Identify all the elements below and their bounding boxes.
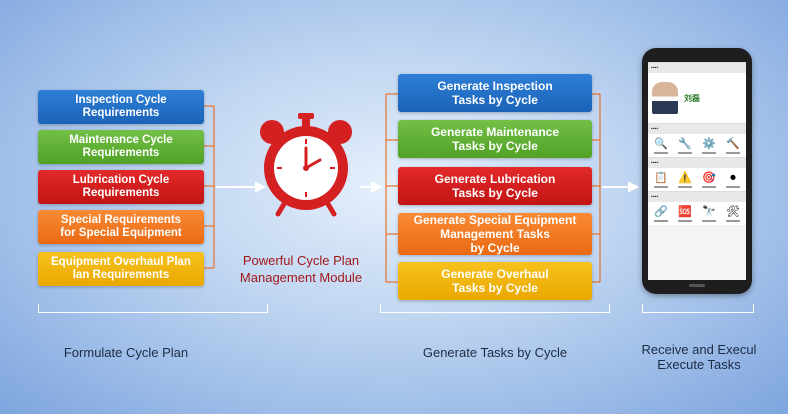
bracket-formulate: [38, 304, 268, 313]
record-icon[interactable]: ⏺: [724, 171, 742, 188]
caption-generate: Generate Tasks by Cycle: [422, 345, 568, 360]
requirement-maintenance[interactable]: Maintenance Cycle Requirements: [38, 130, 204, 164]
task-special-equipment[interactable]: Generate Special Equipment Management Ta…: [398, 213, 592, 255]
mid-left-connector: [385, 93, 398, 283]
task-lubrication[interactable]: Generate Lubrication Tasks by Cycle: [398, 167, 592, 205]
requirement-inspection[interactable]: Inspection Cycle Requirements: [38, 90, 204, 124]
phone-screen: ▪▪▪▪ 刘磊 ▪▪▪▪ 🔍 🔧 ⚙️ 🔨 ▪▪▪▪ 📋 ⚠️ 🎯 ⏺ ▪▪▪▪…: [648, 62, 746, 280]
warning-icon[interactable]: ⚠️: [676, 171, 694, 188]
user-profile[interactable]: 刘磊: [648, 73, 746, 123]
sos-icon[interactable]: 🆘: [676, 205, 694, 222]
icon-row-2: 📋 ⚠️ 🎯 ⏺: [648, 168, 746, 191]
task-overhaul[interactable]: Generate Overhaul Tasks by Cycle: [398, 262, 592, 300]
section-title: ▪▪▪▪: [648, 123, 746, 134]
task-maintenance[interactable]: Generate Maintenance Tasks by Cycle: [398, 120, 592, 158]
target-icon[interactable]: 🎯: [700, 171, 718, 188]
home-indicator: [689, 284, 705, 287]
tools-icon[interactable]: 🛠: [724, 205, 742, 222]
icon-row-1: 🔍 🔧 ⚙️ 🔨: [648, 134, 746, 157]
arrow-to-clock: [216, 181, 267, 193]
avatar: [652, 82, 678, 114]
mid-right-connector: [592, 93, 601, 283]
cycle-plan-module-label: Powerful Cycle Plan Management Module: [239, 253, 363, 285]
caption-receive: Receive and Execul Execute Tasks: [641, 342, 757, 372]
gear-icon[interactable]: ⚙️: [700, 137, 718, 154]
caption-formulate: Formulate Cycle Plan: [63, 345, 189, 360]
clipboard-icon[interactable]: 📋: [652, 171, 670, 188]
requirement-special-equipment[interactable]: Special Requirements for Special Equipme…: [38, 210, 204, 244]
arrow-to-phone: [602, 181, 640, 193]
requirement-lubrication[interactable]: Lubrication Cycle Requirements: [38, 170, 204, 204]
bracket-receive: [642, 304, 754, 313]
wrench-icon[interactable]: 🔧: [676, 137, 694, 154]
icon-row-3: 🔗 🆘 🔭 🛠: [648, 202, 746, 225]
phone-header: ▪▪▪▪: [648, 62, 746, 73]
left-connector: [204, 105, 215, 269]
alarm-clock-icon: [260, 113, 352, 217]
section-title: ▪▪▪▪: [648, 157, 746, 168]
phone-mockup: ▪▪▪▪ 刘磊 ▪▪▪▪ 🔍 🔧 ⚙️ 🔨 ▪▪▪▪ 📋 ⚠️ 🎯 ⏺ ▪▪▪▪…: [642, 48, 752, 294]
search-tool-icon[interactable]: 🔍: [652, 137, 670, 154]
user-name: 刘磊: [684, 93, 700, 103]
task-inspection[interactable]: Generate Inspection Tasks by Cycle: [398, 74, 592, 112]
requirement-overhaul[interactable]: Equipment Overhaul Plan lan Requirements: [38, 252, 204, 286]
section-title: ▪▪▪▪: [648, 191, 746, 202]
binoculars-icon[interactable]: 🔭: [700, 205, 718, 222]
arrow-to-tasks: [360, 181, 383, 193]
link-icon[interactable]: 🔗: [652, 205, 670, 222]
bracket-generate: [380, 304, 610, 313]
hammer-icon[interactable]: 🔨: [724, 137, 742, 154]
